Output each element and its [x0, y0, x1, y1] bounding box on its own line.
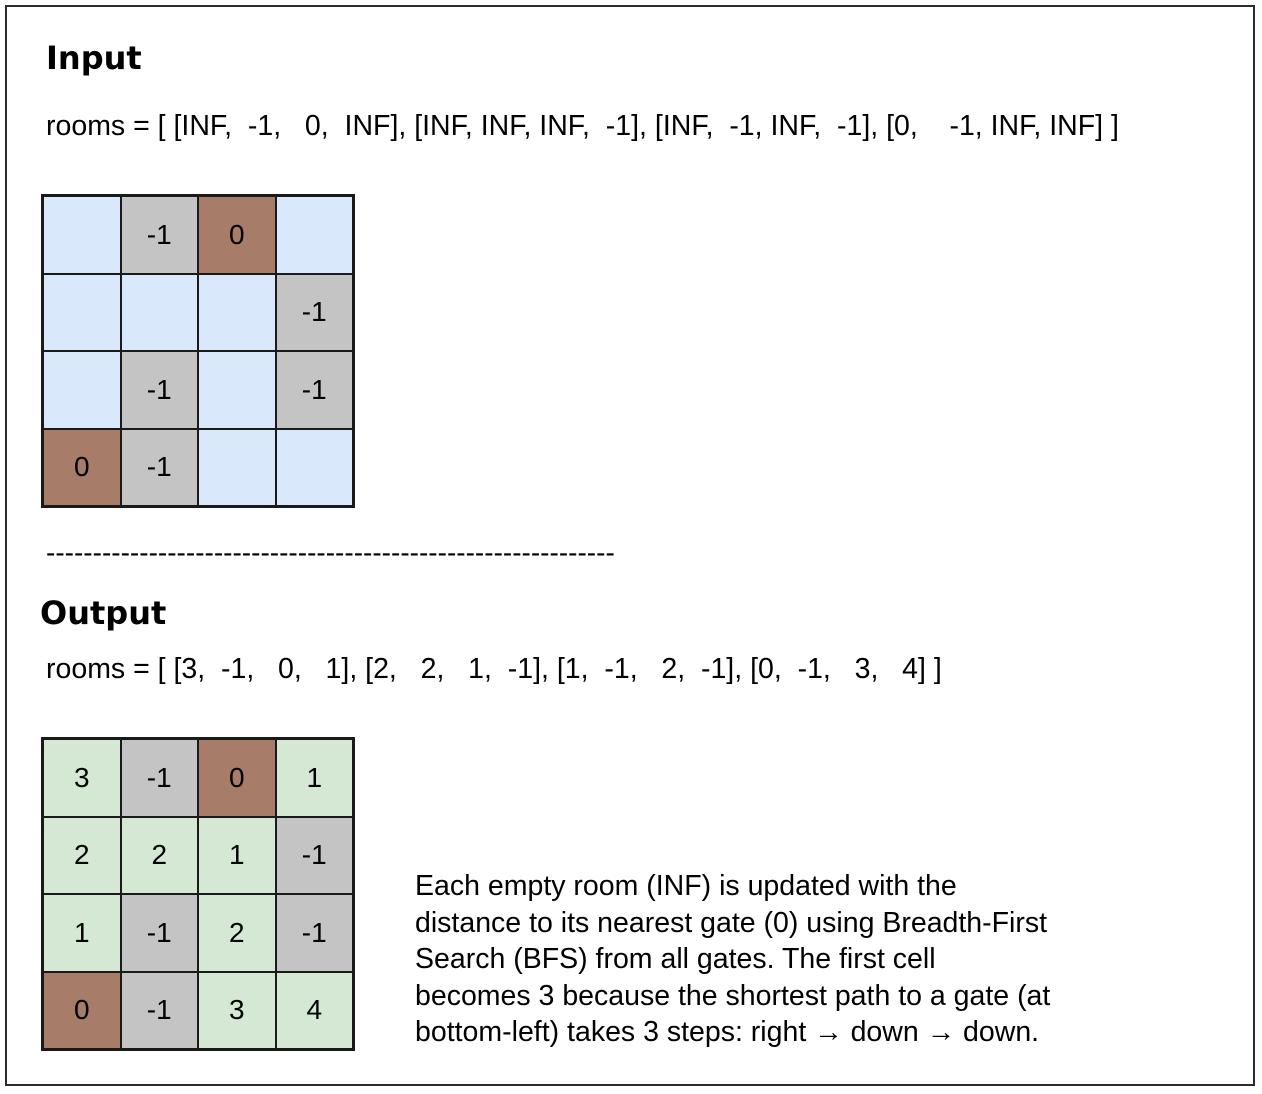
- room-cell: [120, 273, 198, 351]
- room-cell: 1: [198, 816, 276, 894]
- room-cell: [43, 273, 121, 351]
- output-grid: 3 -1 0 1 2 2 1 -1 1 -1 2 -1 0 -1 3 4: [41, 737, 355, 1051]
- wall-cell: -1: [120, 196, 198, 274]
- gate-cell: 0: [43, 428, 121, 506]
- wall-cell: -1: [120, 894, 198, 972]
- room-cell: 2: [198, 894, 276, 972]
- room-cell: 3: [43, 739, 121, 817]
- room-cell: 1: [275, 739, 353, 817]
- room-cell: [198, 428, 276, 506]
- explanation-line: Search (BFS) from all gates. The first c…: [415, 943, 936, 975]
- room-cell: [198, 351, 276, 429]
- input-heading: Input: [46, 39, 142, 77]
- explanation-line: bottom-left) takes 3 steps: right → down…: [415, 1016, 1040, 1048]
- input-rooms-formula: rooms = [ [INF, -1, 0, INF], [INF, INF, …: [46, 110, 1119, 142]
- input-grid: -1 0 -1 -1 -1 0 -1: [41, 194, 355, 508]
- room-cell: [43, 351, 121, 429]
- room-cell: 2: [120, 816, 198, 894]
- room-cell: [275, 196, 353, 274]
- diagram-frame: [5, 5, 1255, 1086]
- wall-cell: -1: [120, 971, 198, 1049]
- wall-cell: -1: [120, 351, 198, 429]
- room-cell: 3: [198, 971, 276, 1049]
- explanation-line: distance to its nearest gate (0) using B…: [415, 906, 1048, 939]
- wall-cell: -1: [275, 273, 353, 351]
- wall-cell: -1: [120, 739, 198, 817]
- room-cell: 4: [275, 971, 353, 1049]
- room-cell: [198, 273, 276, 351]
- wall-cell: -1: [275, 816, 353, 894]
- explanation-line: Each empty room (INF) is updated with th…: [415, 870, 957, 902]
- wall-cell: -1: [275, 351, 353, 429]
- output-heading: Output: [40, 594, 167, 632]
- explanation-line: becomes 3 because the shortest path to a…: [415, 979, 1051, 1012]
- room-cell: 1: [43, 894, 121, 972]
- room-cell: [43, 196, 121, 274]
- gate-cell: 0: [198, 196, 276, 274]
- gate-cell: 0: [198, 739, 276, 817]
- wall-cell: -1: [275, 894, 353, 972]
- room-cell: 2: [43, 816, 121, 894]
- wall-cell: -1: [120, 428, 198, 506]
- section-divider: ----------------------------------------…: [46, 537, 615, 568]
- output-rooms-formula: rooms = [ [3, -1, 0, 1], [2, 2, 1, -1], …: [46, 653, 942, 685]
- explanation-text: Each empty room (INF) is updated with th…: [415, 868, 1135, 1051]
- gate-cell: 0: [43, 971, 121, 1049]
- room-cell: [275, 428, 353, 506]
